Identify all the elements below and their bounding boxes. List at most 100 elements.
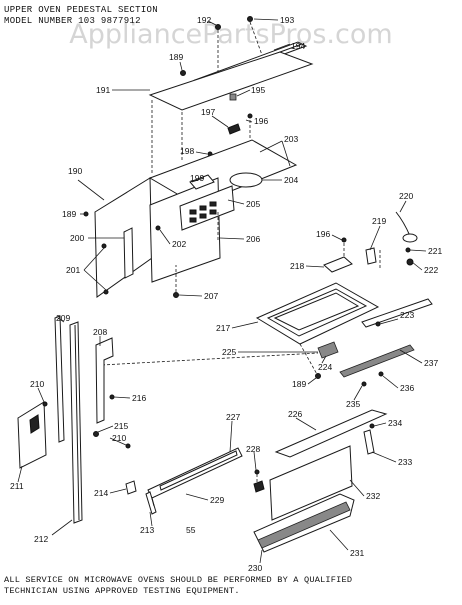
screw-215 xyxy=(93,431,99,437)
screw-235 xyxy=(361,381,367,387)
block-218 xyxy=(323,256,353,273)
pad-225 xyxy=(317,341,339,359)
plate-211 xyxy=(17,401,47,469)
lamp-220 xyxy=(402,233,418,243)
part-label: 210 xyxy=(30,379,44,389)
part-label: 210 xyxy=(112,433,126,443)
part-label: 198 xyxy=(180,146,194,156)
part-label: 211 xyxy=(10,481,24,491)
part-label: 220 xyxy=(399,191,413,201)
part-label: 209 xyxy=(56,313,70,323)
screw-201a xyxy=(101,243,107,249)
bracket-213 xyxy=(145,491,157,515)
part-label: 236 xyxy=(400,383,414,393)
bar-237 xyxy=(339,344,415,378)
bracket-197 xyxy=(227,123,241,135)
part-222 xyxy=(406,258,414,266)
bar-223 xyxy=(361,298,433,328)
screw-196 xyxy=(247,113,253,119)
clip-214 xyxy=(125,480,137,495)
bracket-208 xyxy=(95,337,114,424)
side-panel-190 xyxy=(94,177,153,298)
part-label: 208 xyxy=(93,327,107,337)
clip-228 xyxy=(253,480,265,493)
part-label: 221 xyxy=(428,246,442,256)
part-label: 194 xyxy=(291,41,305,51)
part-label: 191 xyxy=(96,85,110,95)
part-label: 217 xyxy=(216,323,230,333)
screw-210b xyxy=(125,443,131,449)
part-label: 205 xyxy=(246,199,260,209)
top-plate-191 xyxy=(148,51,314,111)
part-label: 199 xyxy=(190,173,204,183)
part-label: 207 xyxy=(204,291,218,301)
part-label: 233 xyxy=(398,457,412,467)
part-label: 195 xyxy=(251,85,265,95)
part-221 xyxy=(405,247,411,253)
part-label: 55 xyxy=(186,525,196,535)
pad-199 xyxy=(189,174,215,190)
part-label: 228 xyxy=(246,444,260,454)
part-label: 213 xyxy=(140,525,154,535)
frame-217 xyxy=(255,282,380,345)
clip-219 xyxy=(365,247,377,265)
part-label: 203 xyxy=(284,134,298,144)
part-label: 193 xyxy=(280,15,294,25)
part-label: 219 xyxy=(372,216,386,226)
screw-228 xyxy=(254,469,260,475)
model-number: MODEL NUMBER 103 9877912 xyxy=(4,16,141,26)
part-label: 190 xyxy=(68,166,82,176)
part-label: 216 xyxy=(132,393,146,403)
screw-223b xyxy=(375,321,381,327)
part-label: 197 xyxy=(201,107,215,117)
screw-236 xyxy=(378,371,384,377)
screw-192 xyxy=(215,24,221,30)
part-label: 196 xyxy=(316,229,330,239)
part-label: 237 xyxy=(424,358,438,368)
part-label: 201 xyxy=(66,265,80,275)
bracket-200 xyxy=(123,227,134,279)
part-label: 231 xyxy=(350,548,364,558)
part-label: 235 xyxy=(346,399,360,409)
disc-204 xyxy=(229,172,263,188)
part-label: 200 xyxy=(70,233,84,243)
screw-202 xyxy=(155,225,161,231)
screw-201b xyxy=(103,289,109,295)
panel-232 xyxy=(269,445,353,521)
part-label: 232 xyxy=(366,491,380,501)
wire-220 xyxy=(395,211,411,237)
clip-195 xyxy=(229,93,237,101)
part-label: 223 xyxy=(400,310,414,320)
screw-216 xyxy=(109,394,115,400)
part-label: 224 xyxy=(318,362,332,372)
part-label: 204 xyxy=(284,175,298,185)
part-label: 212 xyxy=(34,534,48,544)
part-label: 192 xyxy=(197,15,211,25)
screw-189b xyxy=(83,211,89,217)
service-note-line1: ALL SERVICE ON MICROWAVE OVENS SHOULD BE… xyxy=(4,575,352,585)
screw-234 xyxy=(369,423,375,429)
pedestal-front-face xyxy=(149,177,221,283)
part-233 xyxy=(363,429,375,455)
part-label: 226 xyxy=(288,409,302,419)
trim-226 xyxy=(274,409,388,458)
watermark: AppliancePartsPros.com xyxy=(69,19,392,50)
rail-209 xyxy=(54,315,65,443)
part-label: 227 xyxy=(226,412,240,422)
part-label: 202 xyxy=(172,239,186,249)
part-label: 230 xyxy=(248,563,262,573)
part-label: 215 xyxy=(114,421,128,431)
part-label: 214 xyxy=(94,488,108,498)
screw-207 xyxy=(173,292,179,298)
part-label: 225 xyxy=(222,347,236,357)
screw-196b xyxy=(341,237,347,243)
screw-210a xyxy=(42,401,48,407)
part-label: 189 xyxy=(62,209,76,219)
part-label: 234 xyxy=(388,418,402,428)
part-label: 229 xyxy=(210,495,224,505)
service-note-line2: TECHNICIAN USING APPROVED TESTING EQUIPM… xyxy=(4,586,240,596)
screw-189 xyxy=(180,70,186,76)
part-label: 218 xyxy=(290,261,304,271)
